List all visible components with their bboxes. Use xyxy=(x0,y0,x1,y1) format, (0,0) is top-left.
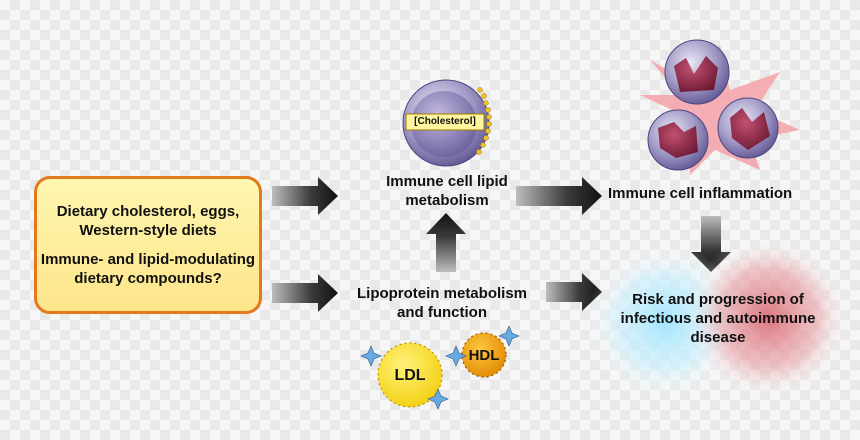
ldl-particle-icon xyxy=(377,342,443,408)
arrow-diet-to-lipid xyxy=(272,177,338,215)
dietary-input-box: Dietary cholesterol, eggs, Western-style… xyxy=(34,176,262,314)
arrow-diet-to-lipoprotein xyxy=(272,274,338,312)
dietary-input-line1: Dietary cholesterol, eggs, Western-style… xyxy=(56,203,240,239)
immune-cell-icon xyxy=(402,79,492,167)
arrow-lipoprotein-to-lipid xyxy=(426,213,466,272)
immune-inflammation-label: Immune cell inflammation xyxy=(608,185,793,202)
cholesterol-label: [Cholesterol] xyxy=(414,116,476,127)
arrow-lipid-to-inflammation xyxy=(516,177,602,215)
immune-lipid-metabolism-label: Immune cell lipid metabolism xyxy=(386,173,508,209)
inflamed-cells-icon xyxy=(640,39,800,175)
sparkle-icons xyxy=(360,325,520,410)
dietary-input-line2: Immune- and lipid-modulating dietary com… xyxy=(40,251,256,287)
disease-risk-label: Risk and progression of infectious and a… xyxy=(620,291,816,346)
hdl-label: HDL xyxy=(468,347,500,364)
hdl-particle-icon xyxy=(461,332,507,378)
ldl-label: LDL xyxy=(394,367,426,384)
red-glow xyxy=(686,236,850,400)
arrow-lipoprotein-to-risk xyxy=(546,273,602,311)
lipoprotein-metabolism-label: Lipoprotein metabolism and function xyxy=(356,285,527,321)
